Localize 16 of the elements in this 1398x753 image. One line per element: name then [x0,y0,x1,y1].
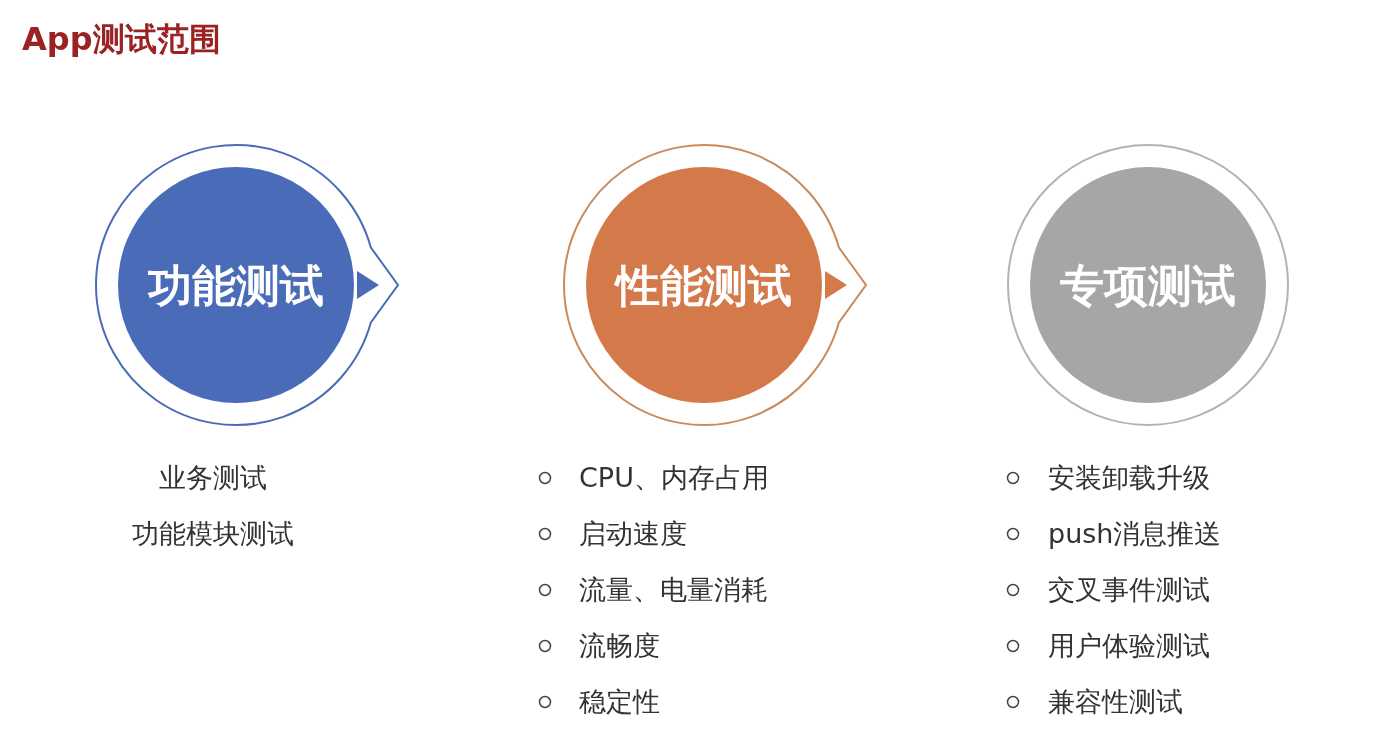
list-item: 稳定性 [579,685,660,719]
circle-title: 性能测试 [613,259,793,313]
list-item: push消息推送 [1048,517,1222,551]
list-item: 兼容性测试 [1048,685,1183,719]
list-item: 安装卸载升级 [1048,461,1210,495]
circle-title: 专项测试 [1059,259,1237,313]
circle-title: 功能测试 [147,259,325,313]
list-item: 交叉事件测试 [1048,573,1210,607]
slide-title: App测试范围 [22,19,221,60]
list-item: 功能模块测试 [131,517,295,551]
list-item: 用户体验测试 [1048,629,1210,663]
list-item: 启动速度 [579,517,687,551]
list-item: 流畅度 [579,629,660,663]
list-item: 流量、电量消耗 [579,573,768,607]
list-item: 业务测试 [158,461,268,495]
list-item: CPU、内存占用 [579,461,769,495]
